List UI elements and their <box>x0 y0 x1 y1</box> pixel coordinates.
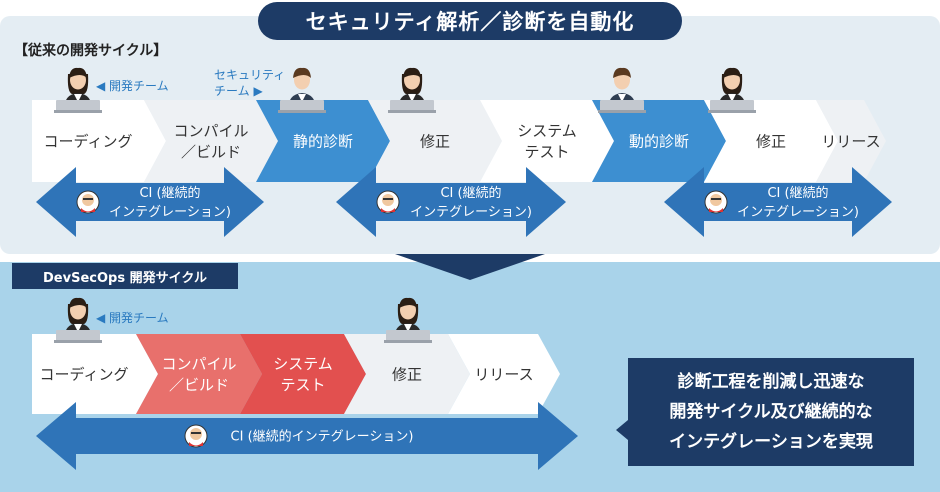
devsecops-cycle-label: DevSecOps 開発サイクル <box>12 263 238 289</box>
devsecops-ci-label: CI (継続的インテグレーション) <box>231 429 414 445</box>
jenkins-icon <box>76 190 100 214</box>
devsecops-step-5 <box>448 334 560 414</box>
developer-person-icon <box>384 297 432 343</box>
traditional-ci-label-3: CI (継続的インテグレーション) <box>737 185 859 220</box>
developer-person-icon <box>708 67 756 113</box>
traditional-step-5 <box>480 100 614 182</box>
developer-person-icon <box>388 67 436 113</box>
developer-person-icon <box>54 67 102 113</box>
benefit-callout: 診断工程を削減し迅速な 開発サイクル及び継続的な インテグレーションを実現 <box>616 358 914 466</box>
traditional-step-6 <box>592 100 726 182</box>
traditional-ci-arrow-2 <box>336 167 566 237</box>
page-title: セキュリティ解析／診断を自動化 <box>258 2 682 40</box>
callout-line1: 診断工程を削減し迅速な <box>677 372 865 392</box>
traditional-step-2-label: コンパイル／ビルド <box>173 122 248 161</box>
traditional-step-8 <box>816 100 886 182</box>
developer-person-icon <box>54 297 102 343</box>
traditional-ci-label-2: CI (継続的インテグレーション) <box>410 185 532 220</box>
traditional-ci-label-1: CI (継続的インテグレーション) <box>109 185 231 220</box>
traditional-step-2 <box>144 100 278 182</box>
traditional-step-8-label: リリース <box>821 132 880 150</box>
security-team-tag-line1: セキュリティ <box>214 68 286 82</box>
security-team-tag-line2: チーム ▶ <box>214 84 263 98</box>
traditional-step-1-label: コーディング <box>44 132 133 150</box>
traditional-step-7-label: 修正 <box>756 132 786 150</box>
dev-team-tag-devsecops: ◀ 開発チーム <box>96 311 169 325</box>
devsecops-step-3-label: システムテスト <box>273 355 333 394</box>
traditional-step-6-label: 動的診断 <box>629 132 689 150</box>
traditional-step-4-label: 修正 <box>420 132 450 150</box>
devsecops-step-4-label: 修正 <box>392 365 422 383</box>
callout-line3: インテグレーションを実現 <box>669 432 873 452</box>
jenkins-icon <box>184 424 208 448</box>
dev-team-tag: ◀ 開発チーム <box>96 79 169 93</box>
security-engineer-icon <box>278 67 326 113</box>
traditional-step-5-label: システムテスト <box>517 122 577 161</box>
security-engineer-icon <box>598 67 646 113</box>
devsecops-step-2 <box>136 334 262 414</box>
devsecops-step-5-label: リリース <box>474 365 533 383</box>
traditional-step-3-label: 静的診断 <box>293 132 353 150</box>
devsecops-step-3 <box>240 334 366 414</box>
traditional-step-3 <box>256 100 390 182</box>
callout-line2: 開発サイクル及び継続的な <box>669 402 873 422</box>
traditional-step-4 <box>368 100 502 182</box>
transition-arrow <box>395 254 545 280</box>
devsecops-step-2-label: コンパイル／ビルド <box>161 355 236 394</box>
devsecops-step-4 <box>344 334 470 414</box>
devsecops-ci-arrow <box>36 402 578 470</box>
traditional-cycle-label: 【従来の開発サイクル】 <box>14 43 168 59</box>
devsecops-step-1-label: コーディング <box>40 365 129 383</box>
jenkins-icon <box>376 190 400 214</box>
traditional-ci-arrow-3 <box>664 167 892 237</box>
traditional-step-7 <box>704 100 838 182</box>
security-team-tag: セキュリティ チーム ▶ <box>214 67 285 99</box>
traditional-ci-arrow-1 <box>36 167 264 237</box>
jenkins-icon <box>704 190 728 214</box>
devsecops-step-1 <box>32 334 158 414</box>
traditional-step-1 <box>32 100 166 182</box>
